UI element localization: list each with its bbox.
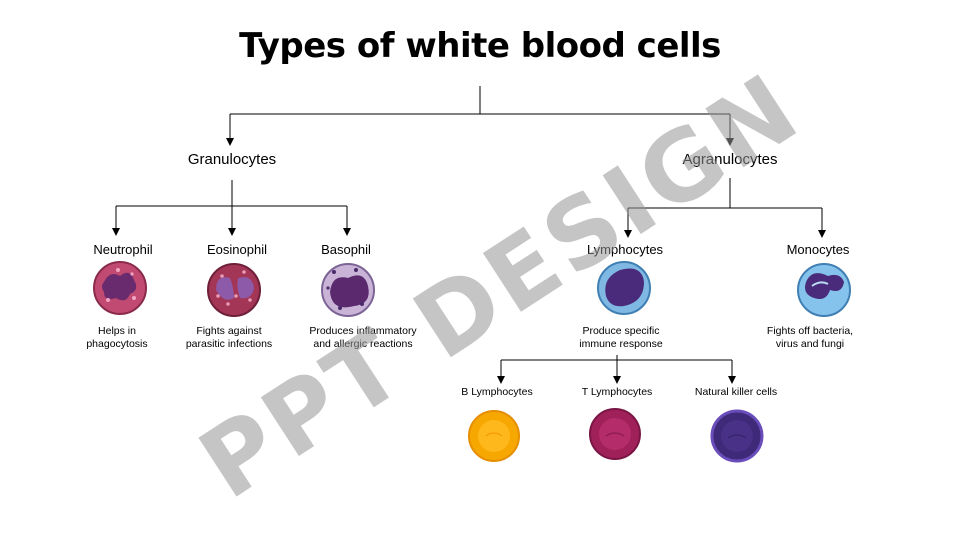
cell-label-lymphocytes: Lymphocytes — [586, 242, 664, 257]
cell-desc-eosinophil: Fights against parasitic infections — [185, 325, 273, 350]
diagram-title: Types of white blood cells — [239, 26, 721, 66]
nk-cell-icon — [710, 409, 764, 463]
cell-desc-monocytes: Fights off bacteria, virus and fungi — [766, 325, 854, 350]
cell-desc-basophil: Produces inflammatory and allergic react… — [309, 325, 417, 350]
basophil-cell-icon — [321, 263, 375, 317]
cell-desc-lymphocytes: Produce specific immune response — [579, 325, 663, 350]
neutrophil-cell-icon — [93, 261, 147, 315]
category-agranulocytes: Agranulocytes — [682, 151, 778, 168]
cell-label-monocytes: Monocytes — [786, 242, 850, 257]
lymphocyte-type-nk: Natural killer cells — [694, 386, 778, 398]
eosinophil-cell-icon — [207, 263, 261, 317]
cell-label-eosinophil: Eosinophil — [207, 242, 267, 257]
monocyte-cell-icon — [797, 263, 851, 317]
b-lymphocyte-cell-icon — [468, 410, 520, 462]
cell-label-basophil: Basophil — [321, 242, 371, 257]
t-lymphocyte-cell-icon — [589, 408, 641, 460]
cell-desc-neutrophil: Helps in phagocytosis — [86, 325, 148, 350]
category-granulocytes: Granulocytes — [187, 151, 277, 168]
lymphocyte-cell-icon — [597, 261, 651, 315]
lymphocyte-type-b: B Lymphocytes — [461, 386, 533, 398]
lymphocyte-type-t: T Lymphocytes — [581, 386, 653, 398]
cell-label-neutrophil: Neutrophil — [93, 242, 153, 257]
